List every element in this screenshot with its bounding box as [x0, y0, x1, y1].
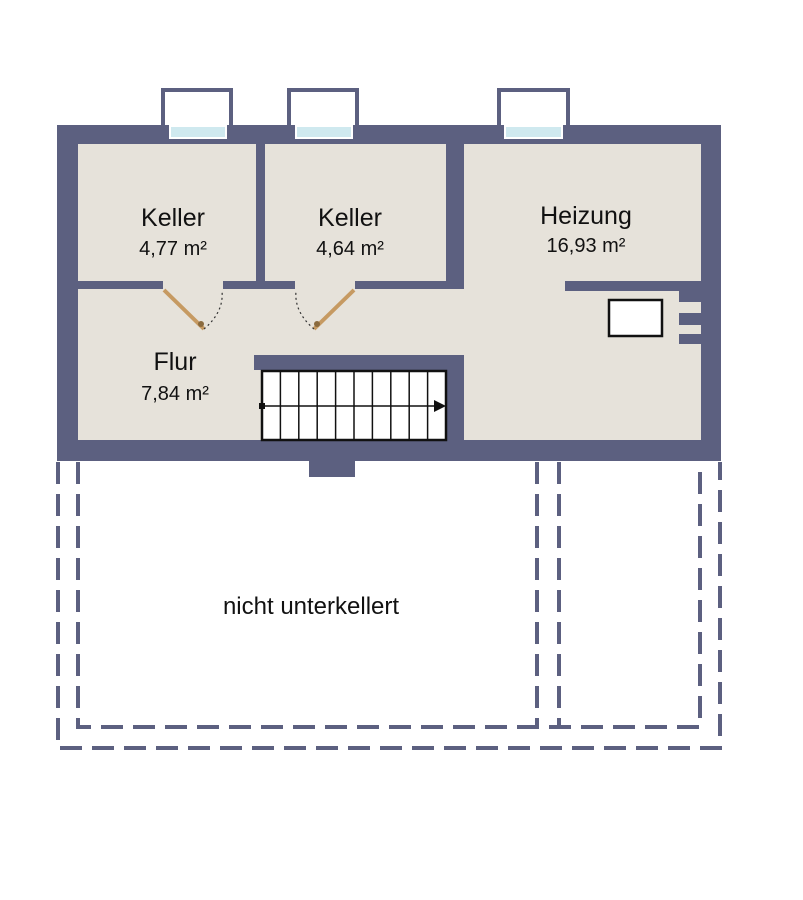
flue-tab-3: [679, 334, 701, 344]
room-area-flur: 7,84 m²: [141, 383, 209, 405]
wall-stub: [309, 455, 355, 477]
unexcavated-outline: [56, 462, 722, 750]
floor-keller-1: [78, 144, 256, 281]
window-icon: [287, 88, 359, 139]
door-swing-icon: [295, 288, 356, 331]
room-area-keller-1: 4,77 m²: [139, 238, 207, 260]
doors: [162, 288, 356, 331]
unexcavated-label: nicht unterkellert: [223, 593, 399, 620]
boiler-icon: [607, 298, 664, 338]
wall-heizung-partial: [565, 281, 701, 291]
window-icon: [497, 88, 570, 139]
interior-walls: [254, 281, 701, 440]
room-labels: Keller 4,77 m² Keller 4,64 m² Heizung 16…: [139, 202, 632, 620]
flue-tab-2: [679, 313, 701, 325]
room-name-heizung: Heizung: [540, 202, 632, 230]
room-name-keller-1: Keller: [141, 204, 205, 232]
staircase-icon: [259, 369, 448, 442]
floor-passage: [445, 296, 467, 354]
floor-keller-2: [265, 144, 446, 281]
room-name-flur: Flur: [153, 348, 196, 376]
room-area-heizung: 16,93 m²: [547, 235, 626, 257]
door-opening-keller-2: [295, 279, 355, 291]
room-name-keller-2: Keller: [318, 204, 382, 232]
door-swing-icon: [162, 288, 223, 331]
wall-stair-top: [254, 355, 462, 370]
door-opening-keller-1: [163, 279, 223, 291]
window-icon: [161, 88, 233, 139]
wall-stair-right: [446, 355, 464, 440]
windows: [161, 88, 570, 139]
room-area-keller-2: 4,64 m²: [316, 238, 384, 260]
flue-tab-1: [679, 290, 701, 302]
floor-heizung: [464, 144, 701, 440]
